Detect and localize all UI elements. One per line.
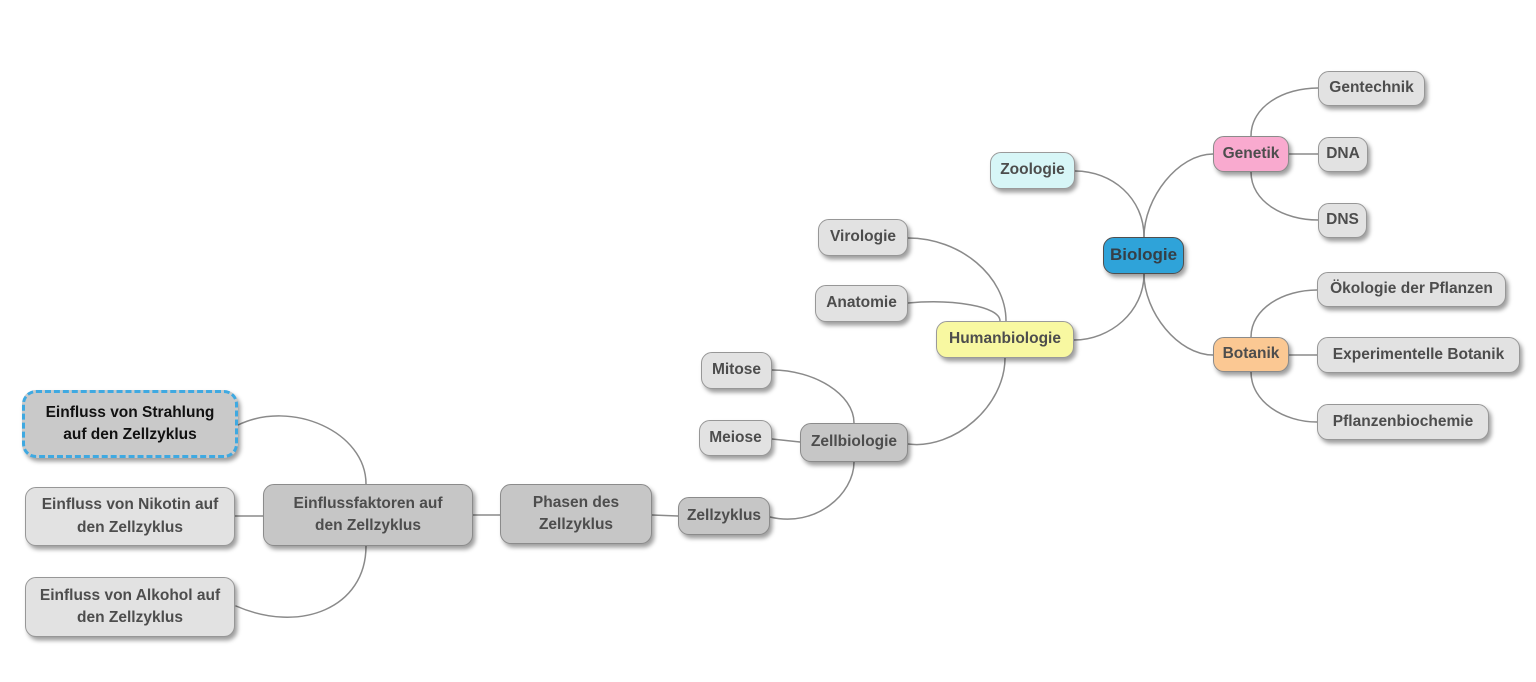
edge-humanbiologie-virologie (907, 237, 1007, 322)
node-dna[interactable]: DNA (1318, 137, 1368, 172)
node-zellbiologie[interactable]: Zellbiologie (800, 423, 908, 462)
edge-zellbiologie-zellzyklus (769, 461, 855, 520)
edge-botanik-pflanzenbiochemie (1250, 371, 1318, 423)
edge-genetik-dns (1250, 171, 1319, 221)
node-mitose[interactable]: Mitose (701, 352, 772, 389)
edge-biologie-zoologie (1074, 170, 1145, 238)
node-botanik[interactable]: Botanik (1213, 337, 1289, 372)
node-zellzyklus[interactable]: Zellzyklus (678, 497, 770, 535)
edge-humanbiologie-anatomie (907, 301, 1001, 322)
node-dns[interactable]: DNS (1318, 203, 1367, 238)
node-virologie[interactable]: Virologie (818, 219, 908, 256)
edge-biologie-humanbiologie (1073, 273, 1145, 341)
edge-genetik-gentechnik (1250, 87, 1319, 137)
node-experimentelle-botanik[interactable]: Experimentelle Botanik (1317, 337, 1520, 373)
node-zoologie[interactable]: Zoologie (990, 152, 1075, 189)
node-genetik[interactable]: Genetik (1213, 136, 1289, 172)
edge-botanik-oekologie (1250, 289, 1318, 338)
node-meiose[interactable]: Meiose (699, 420, 772, 456)
edge-biologie-botanik (1143, 273, 1214, 356)
node-oekologie-der-pflanzen[interactable]: Ökologie der Pflanzen (1317, 272, 1506, 307)
node-anatomie[interactable]: Anatomie (815, 285, 908, 322)
node-gentechnik[interactable]: Gentechnik (1318, 71, 1425, 106)
node-biologie-root[interactable]: Biologie (1103, 237, 1184, 274)
edge-einflussfaktoren-strahlung (237, 415, 367, 485)
node-einflussfaktoren[interactable]: Einflussfaktoren auf den Zellzyklus (263, 484, 473, 546)
node-einfluss-nikotin[interactable]: Einfluss von Nikotin auf den Zellzyklus (25, 487, 235, 546)
node-phasen[interactable]: Phasen des Zellzyklus (500, 484, 652, 544)
edge-humanbiologie-zellbiologie (907, 357, 1006, 446)
edge-biologie-genetik (1143, 153, 1214, 238)
edge-einflussfaktoren-alkohol (235, 545, 367, 618)
edge-zellzyklus-phasen (651, 514, 679, 517)
node-pflanzenbiochemie[interactable]: Pflanzenbiochemie (1317, 404, 1489, 440)
node-einfluss-strahlung[interactable]: Einfluss von Strahlung auf den Zellzyklu… (22, 390, 238, 458)
edge-zellbiologie-meiose (771, 438, 801, 443)
edge-zellbiologie-mitose (771, 369, 855, 424)
node-humanbiologie[interactable]: Humanbiologie (936, 321, 1074, 358)
node-einfluss-alkohol[interactable]: Einfluss von Alkohol auf den Zellzyklus (25, 577, 235, 637)
